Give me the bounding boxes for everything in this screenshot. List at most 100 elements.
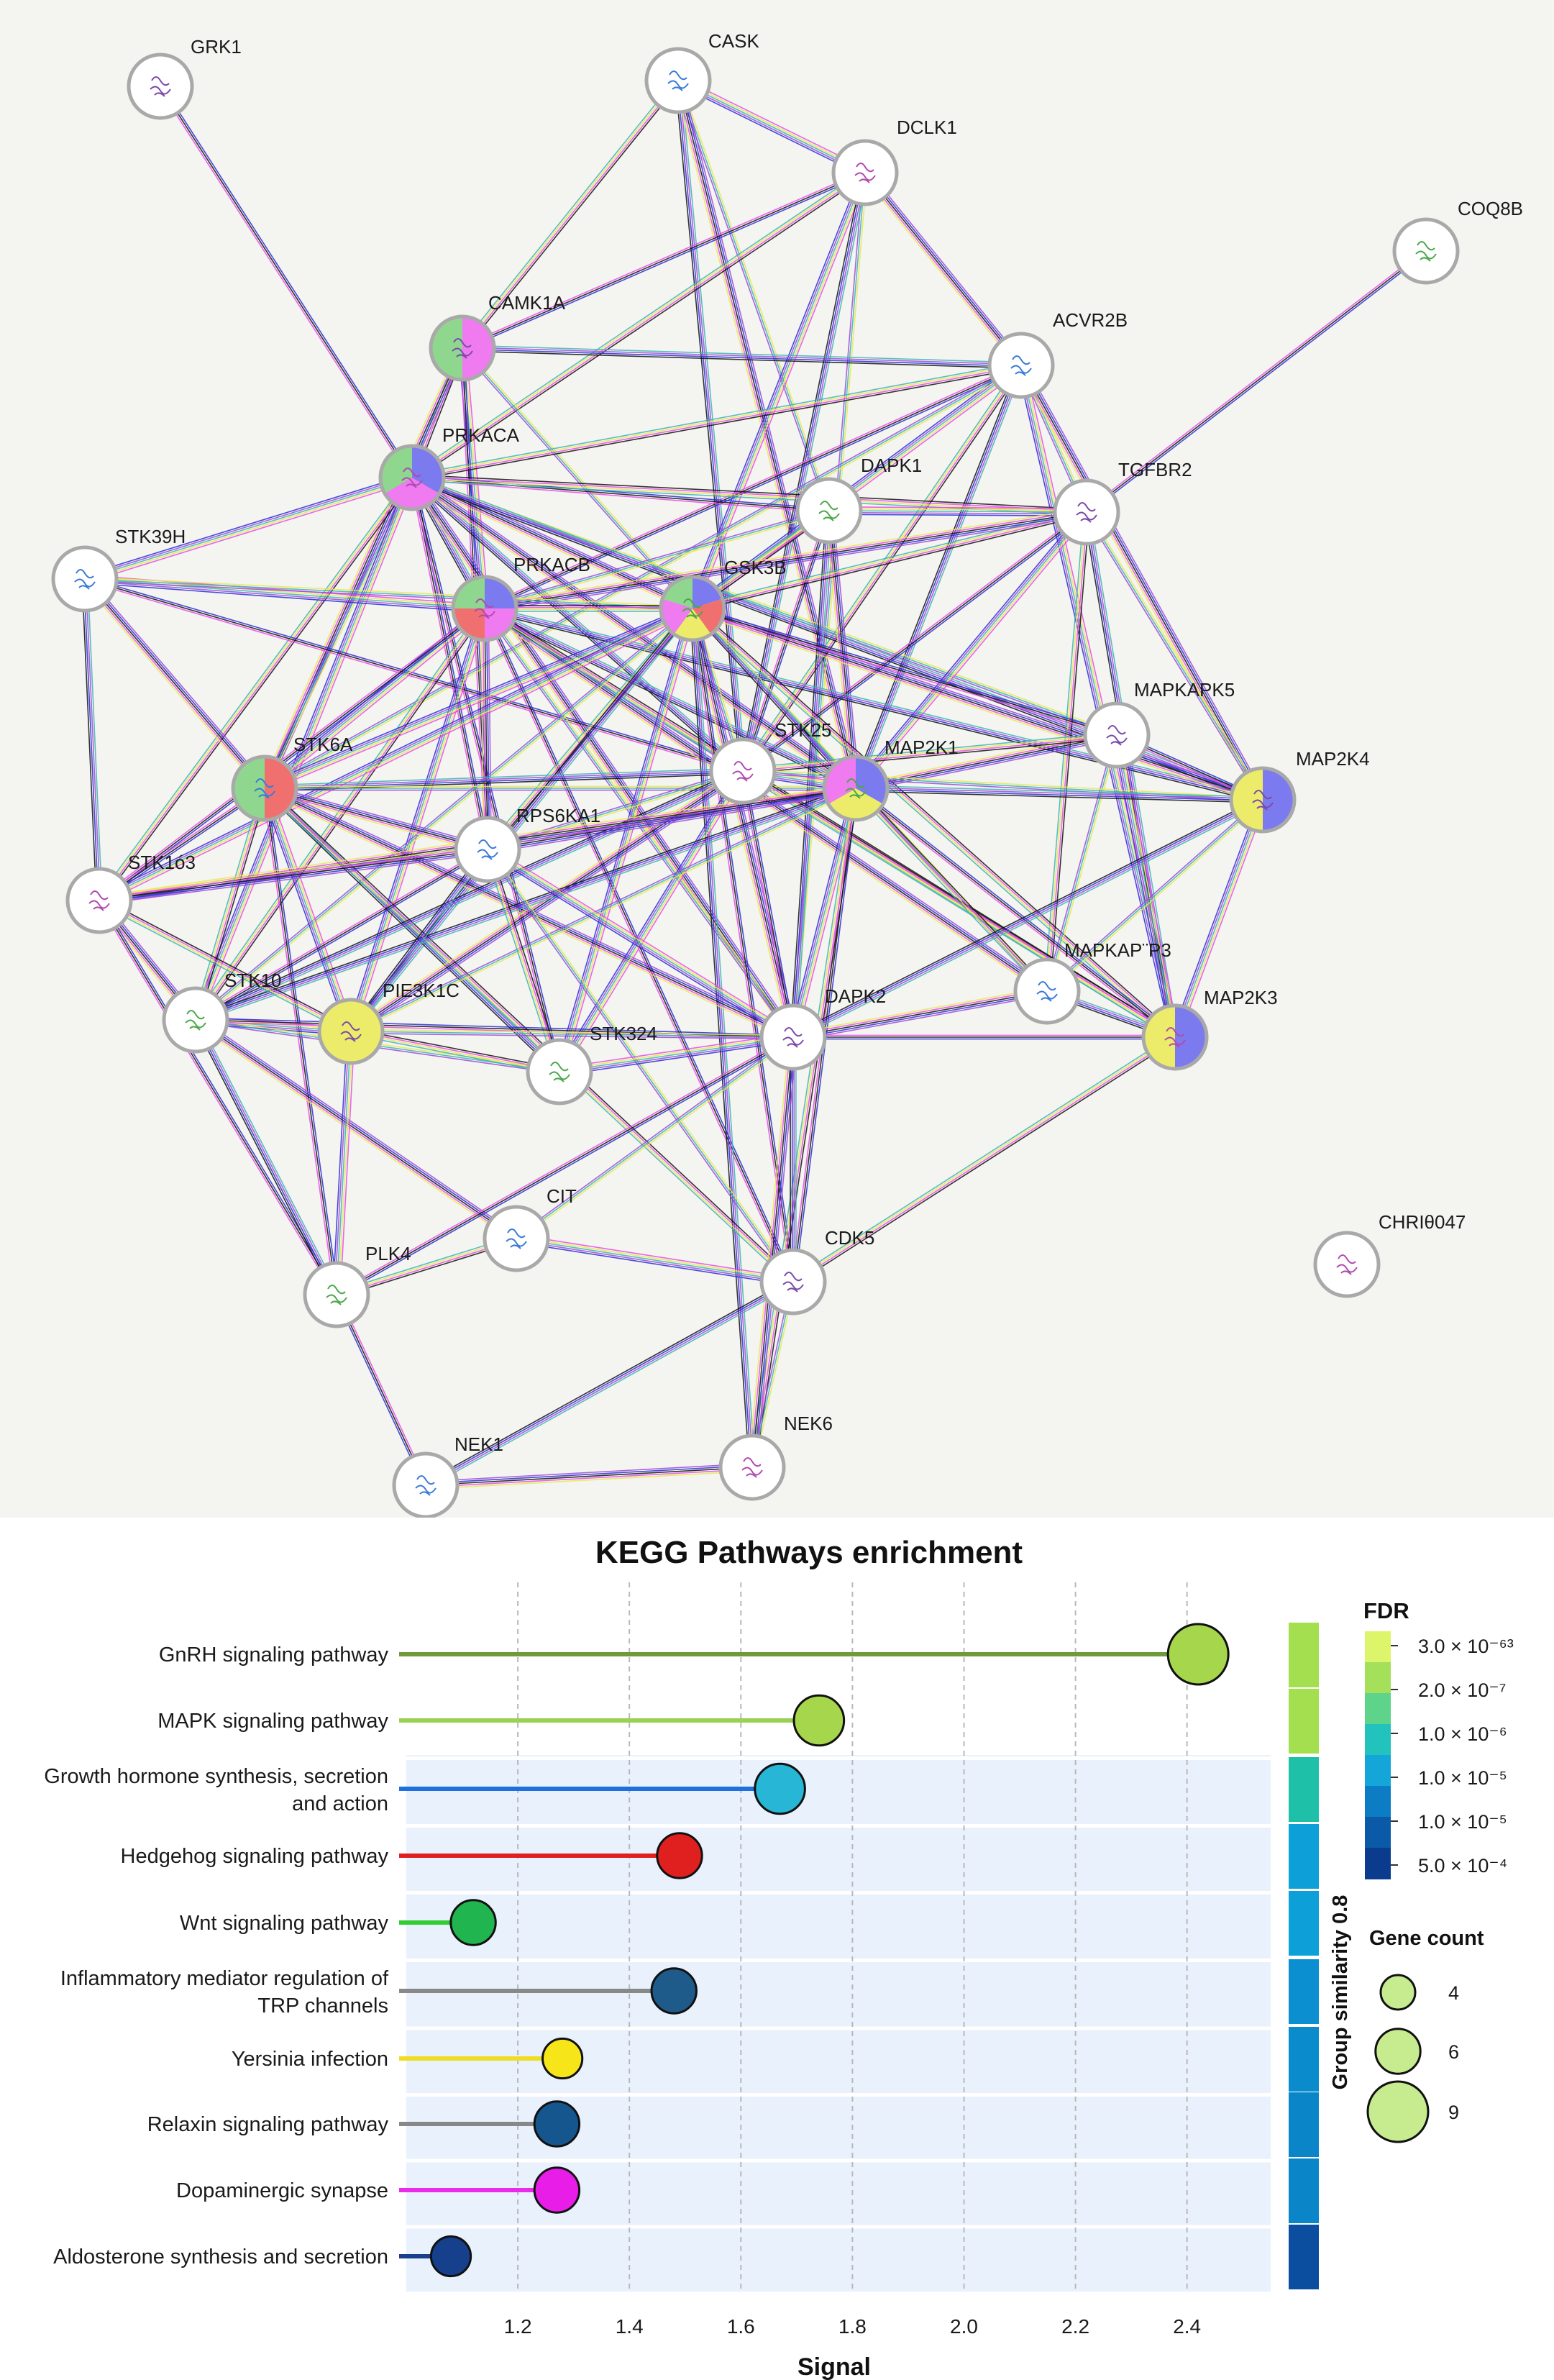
fdr-label: 1.0 × 10⁻⁵: [1418, 1767, 1507, 1789]
network-edge: [691, 604, 1264, 804]
x-tick-label: 1.4: [616, 2315, 644, 2338]
network-node[interactable]: STK1ó3: [65, 852, 196, 934]
lollipop-point: [650, 1967, 698, 2015]
network-edge: [740, 770, 796, 1038]
network-node-label: RPS6KA1: [516, 805, 600, 826]
network-edge: [1084, 511, 1265, 801]
network-node[interactable]: STK25: [709, 719, 832, 805]
network-node[interactable]: GSK3B: [659, 557, 787, 642]
network-node[interactable]: PRKACB: [451, 554, 590, 642]
pathway-label: Aldosterone synthesis and secretion: [53, 2246, 388, 2269]
network-edge: [676, 76, 867, 177]
group-similarity-block: [1289, 2225, 1319, 2289]
network-edge: [192, 1018, 340, 1297]
network-node[interactable]: STK6A: [231, 734, 353, 822]
network-node[interactable]: PIE3K1C: [317, 980, 460, 1065]
network-node[interactable]: PLK4: [303, 1243, 411, 1328]
network-node[interactable]: CDK5: [759, 1227, 874, 1316]
network-node[interactable]: STK39H: [51, 526, 186, 613]
group-similarity-block: [1289, 1959, 1319, 2024]
network-edge: [515, 1035, 795, 1241]
network-node[interactable]: DAPK2: [759, 985, 886, 1071]
x-tick-label: 1.2: [504, 2315, 532, 2338]
kegg-row: GnRH signaling pathway: [159, 1623, 1319, 1687]
network-edge: [84, 576, 744, 774]
network-node[interactable]: MAP2K4: [1229, 748, 1370, 834]
network-edge: [263, 363, 1023, 790]
network-node[interactable]: PRKACA: [378, 424, 520, 511]
network-node[interactable]: DCLK1: [831, 117, 957, 206]
network-edge: [1084, 249, 1428, 514]
group-similarity-label: Group similarity 0.8: [1329, 1895, 1352, 2090]
gene-count-circle: [1374, 2028, 1422, 2075]
network-node-label: STK324: [590, 1023, 657, 1044]
network-node-label: MAP2K3: [1204, 987, 1278, 1008]
network-node-label: CAMK1A: [488, 292, 566, 314]
kegg-row: Hedgehog signaling pathway: [121, 1824, 1319, 1889]
network-node[interactable]: MAPKAPK5: [1083, 679, 1235, 769]
fdr-label: 2.0 × 10⁻⁷: [1418, 1679, 1506, 1701]
network-edge: [411, 474, 1087, 516]
network-node-label: PRKACA: [442, 424, 520, 446]
fdr-legend-title: FDR: [1363, 1598, 1409, 1623]
network-node[interactable]: NEK1: [392, 1433, 503, 1518]
network-node[interactable]: CAMK1A: [429, 292, 566, 382]
pathway-label: MAPK signaling pathway: [157, 1710, 388, 1733]
gene-count-label: 9: [1448, 2102, 1459, 2123]
network-edge: [790, 510, 833, 1038]
network-node[interactable]: CIT: [483, 1185, 577, 1272]
x-tick-label: 2.2: [1061, 2315, 1089, 2338]
network-node[interactable]: GRK1: [127, 36, 242, 120]
network-node-label: TGFBR2: [1118, 459, 1192, 480]
network-node-label: CDK5: [825, 1227, 874, 1249]
network-edge: [742, 731, 1117, 775]
group-band: [406, 1755, 1271, 2292]
network-node[interactable]: TGFBR2: [1053, 459, 1192, 546]
network-node[interactable]: MAPKAP¨P3: [1013, 939, 1171, 1025]
network-edge: [193, 606, 695, 1022]
network-edge: [484, 508, 830, 611]
network-node[interactable]: NEK6: [718, 1413, 833, 1501]
network-edge: [99, 845, 488, 905]
gene-count-legend: 469: [1366, 1974, 1459, 2143]
network-edge: [791, 796, 1265, 1041]
group-similarity-block: [1289, 2158, 1319, 2223]
network-node[interactable]: CASK: [644, 30, 759, 114]
network-edge: [350, 1028, 560, 1075]
network-node-label: GSK3B: [724, 557, 787, 578]
network-edge: [852, 509, 1090, 791]
network-edge: [411, 475, 830, 514]
network-edge: [97, 604, 695, 905]
network-edge: [485, 848, 795, 1283]
network-edge: [348, 847, 490, 1034]
network-node[interactable]: MAP2K3: [1141, 987, 1278, 1071]
network-edge: [1083, 511, 1179, 1038]
network-edge: [741, 767, 1177, 1041]
network-edge: [484, 508, 1087, 613]
x-axis-label: Signal: [797, 2353, 871, 2380]
gene-count-circle: [1366, 2080, 1430, 2143]
network-edge: [349, 785, 857, 1034]
network-node[interactable]: STK324: [526, 1023, 657, 1105]
network-node[interactable]: DAPK1: [795, 455, 922, 544]
network-node[interactable]: STK10: [162, 970, 282, 1054]
fdr-color-step: [1365, 1848, 1391, 1879]
group-similarity-block: [1289, 2027, 1319, 2092]
network-node[interactable]: MAP2K1: [822, 737, 959, 822]
network-edge: [740, 363, 1024, 773]
fdr-label: 3.0 × 10⁻⁶³: [1418, 1636, 1514, 1657]
fdr-color-step: [1365, 1817, 1391, 1848]
network-node-label: STK6A: [293, 734, 353, 755]
network-node[interactable]: RPS6KA1: [454, 805, 600, 883]
network-node[interactable]: CHRIθ047: [1313, 1211, 1466, 1298]
network-edge: [158, 85, 414, 479]
network-node-label: MAPKAP¨P3: [1064, 939, 1171, 961]
network-edge: [409, 475, 746, 774]
lollipop-point: [656, 1832, 703, 1879]
pathway-label: Wnt signaling pathway: [180, 1912, 389, 1935]
network-node[interactable]: ACVR2B: [987, 309, 1128, 399]
network-node[interactable]: COQ8B: [1392, 198, 1523, 285]
network-edge: [410, 473, 695, 613]
